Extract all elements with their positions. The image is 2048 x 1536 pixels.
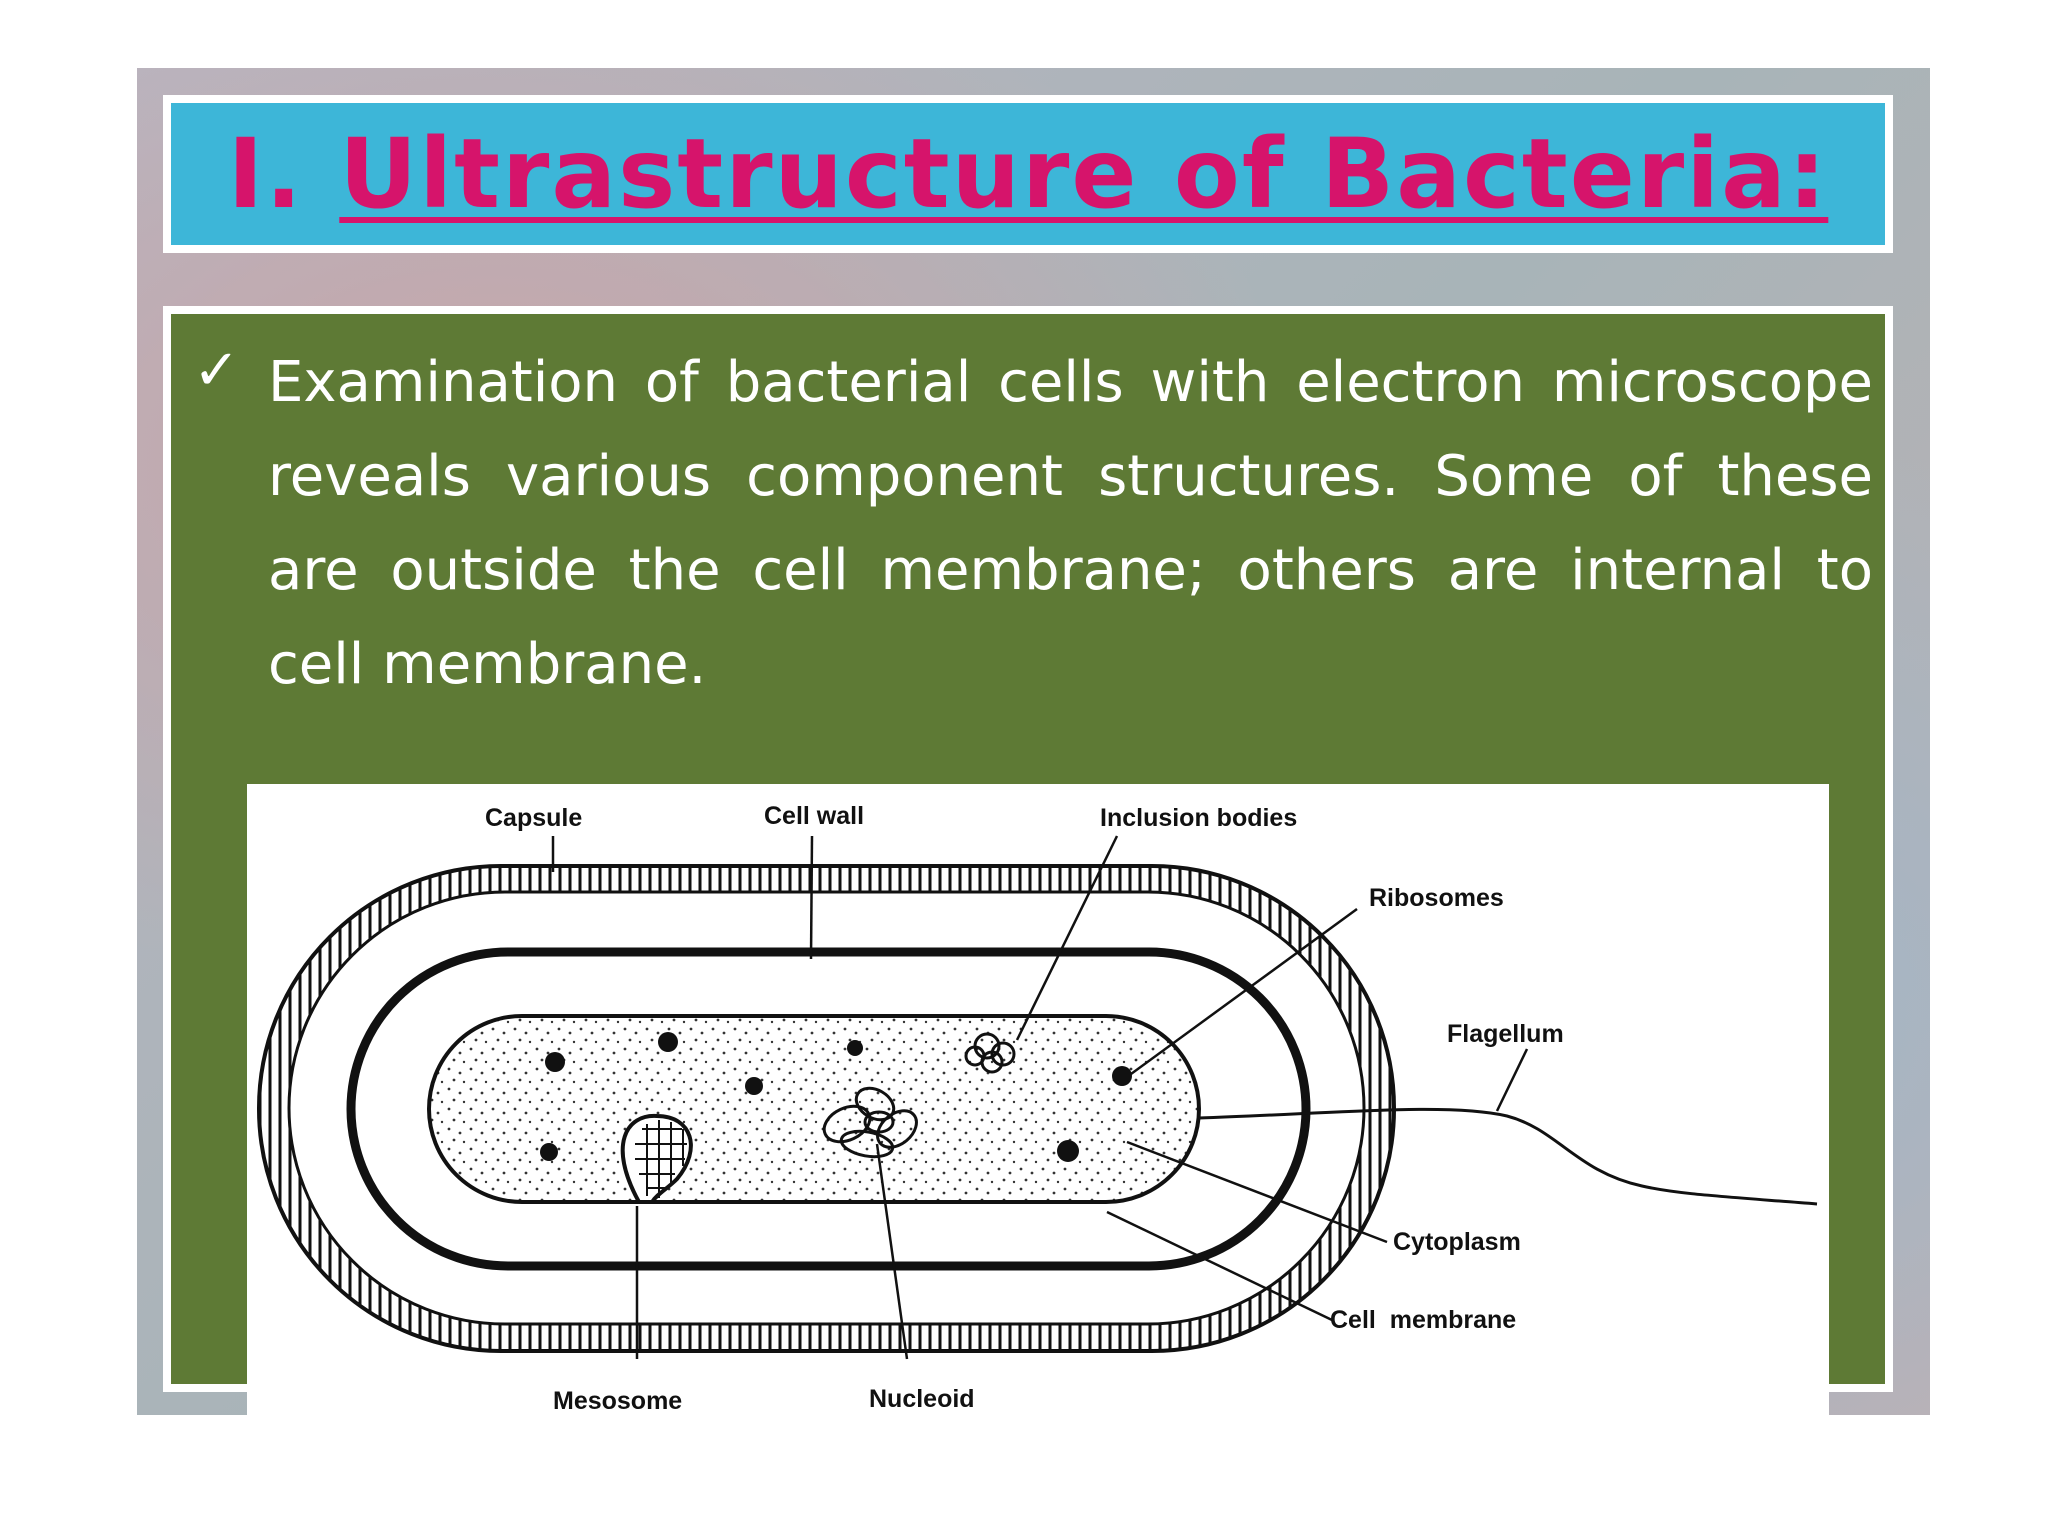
bullet-text: Examination of bacterial cells with elec… — [268, 350, 1873, 697]
ribosome-dots — [540, 1032, 1132, 1162]
slide: I. Ultrastructure of Bacteria: ✓ Examina… — [137, 68, 1930, 1429]
label-capsule: Capsule — [485, 804, 582, 832]
label-mesosome: Mesosome — [553, 1387, 682, 1415]
inclusion-bodies-shape — [964, 1032, 1016, 1074]
mesosome-shape — [620, 1113, 693, 1204]
label-cytoplasm: Cytoplasm — [1393, 1228, 1521, 1256]
label-inclusion-bodies: Inclusion bodies — [1100, 804, 1297, 832]
title-text: Ultrastructure of Bacteria: — [339, 118, 1829, 230]
flagellum-shape — [1198, 1107, 1818, 1206]
label-nucleoid: Nucleoid — [869, 1385, 975, 1413]
label-cell-membrane: Cell membrane — [1330, 1306, 1516, 1334]
cytoplasm-area — [427, 1014, 1201, 1204]
label-flagellum: Flagellum — [1447, 1020, 1564, 1048]
leader-lines — [551, 835, 1529, 1360]
label-cell-wall: Cell wall — [764, 802, 864, 830]
title-number: I. — [227, 118, 304, 230]
title-banner: I. Ultrastructure of Bacteria: — [163, 95, 1893, 253]
checkmark-icon: ✓ — [193, 338, 240, 403]
content-panel: ✓ Examination of bacterial cells with el… — [163, 306, 1893, 1429]
bacteria-diagram: Capsule Cell wall Inclusion bodies Ribos… — [247, 784, 1829, 1429]
label-ribosomes: Ribosomes — [1369, 884, 1504, 912]
nucleoid-shape — [822, 1086, 918, 1159]
slide-title: I. Ultrastructure of Bacteria: — [228, 118, 1829, 230]
